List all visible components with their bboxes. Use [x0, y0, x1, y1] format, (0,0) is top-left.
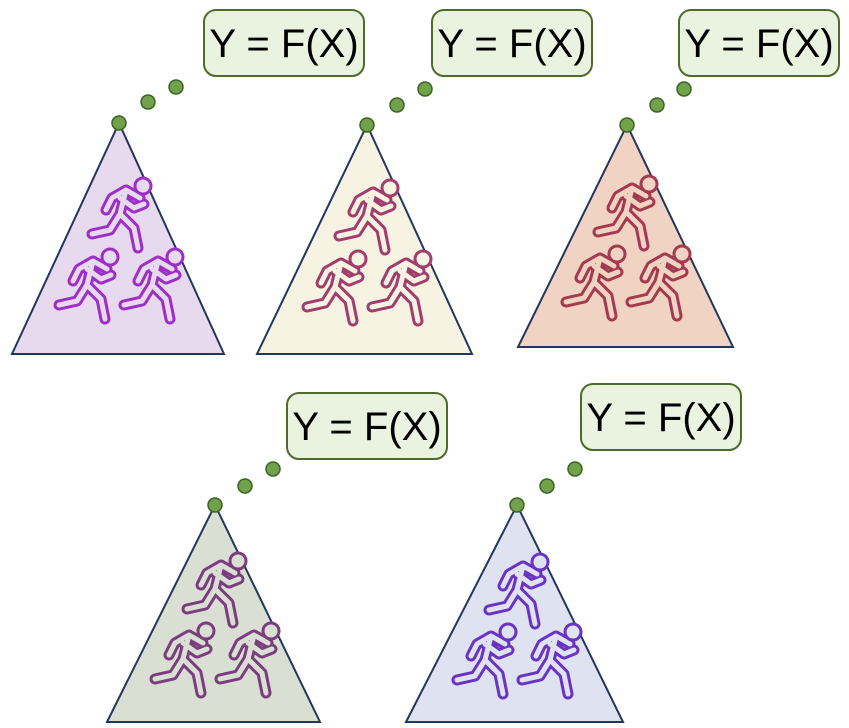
- connector-dot: [509, 497, 525, 513]
- triangle-3: [516, 122, 735, 348]
- runner-icon: [598, 174, 659, 246]
- runner-icon: [155, 621, 216, 693]
- triangle-2: [255, 122, 474, 355]
- triangle-1: [10, 120, 226, 355]
- runner-icon: [59, 247, 120, 319]
- runner-icon: [489, 552, 550, 624]
- connector-dot: [111, 115, 127, 131]
- connector-dot: [567, 461, 583, 477]
- connector-dot: [389, 97, 405, 113]
- connector-dot: [168, 79, 184, 95]
- formula-label: Y = F(X): [292, 405, 441, 449]
- formula-group-2: Y = F(X): [255, 9, 593, 355]
- formula-group-1: Y = F(X): [10, 9, 365, 355]
- formula-label-box: [431, 9, 593, 77]
- runner-icon: [124, 247, 185, 319]
- formula-label-box: [286, 392, 448, 460]
- formula-label: Y = F(X): [586, 396, 735, 440]
- connector-dot: [237, 478, 253, 494]
- formula-group-5: Y = F(X): [404, 383, 742, 723]
- runner-icon: [522, 622, 583, 694]
- formula-group-3: Y = F(X): [516, 9, 840, 348]
- triangle-4: [105, 502, 322, 723]
- connector-dot: [676, 81, 692, 97]
- formula-label: Y = F(X): [209, 22, 358, 66]
- formula-group-4: Y = F(X): [105, 392, 448, 723]
- connector-dot: [140, 94, 156, 110]
- connector-dot: [359, 117, 375, 133]
- runner-icon: [187, 551, 248, 623]
- triangle-5: [404, 502, 625, 723]
- runner-icon: [220, 621, 281, 693]
- connector-dot: [649, 97, 665, 113]
- runner-icon: [307, 249, 368, 321]
- connector-dot: [539, 478, 555, 494]
- connector-dot: [619, 117, 635, 133]
- runner-icon: [566, 244, 627, 316]
- formula-label: Y = F(X): [437, 22, 586, 66]
- connector-dot: [417, 81, 433, 97]
- runner-icon: [372, 249, 433, 321]
- runner-icon: [339, 178, 400, 250]
- runner-icon: [92, 176, 153, 248]
- runner-icon: [457, 622, 518, 694]
- formula-label-box: [203, 9, 365, 77]
- formula-label-box: [580, 383, 742, 451]
- formula-label: Y = F(X): [684, 22, 833, 66]
- connector-dot: [207, 497, 223, 513]
- runner-icon: [631, 244, 692, 316]
- connector-dot: [265, 461, 281, 477]
- formula-label-box: [678, 9, 840, 77]
